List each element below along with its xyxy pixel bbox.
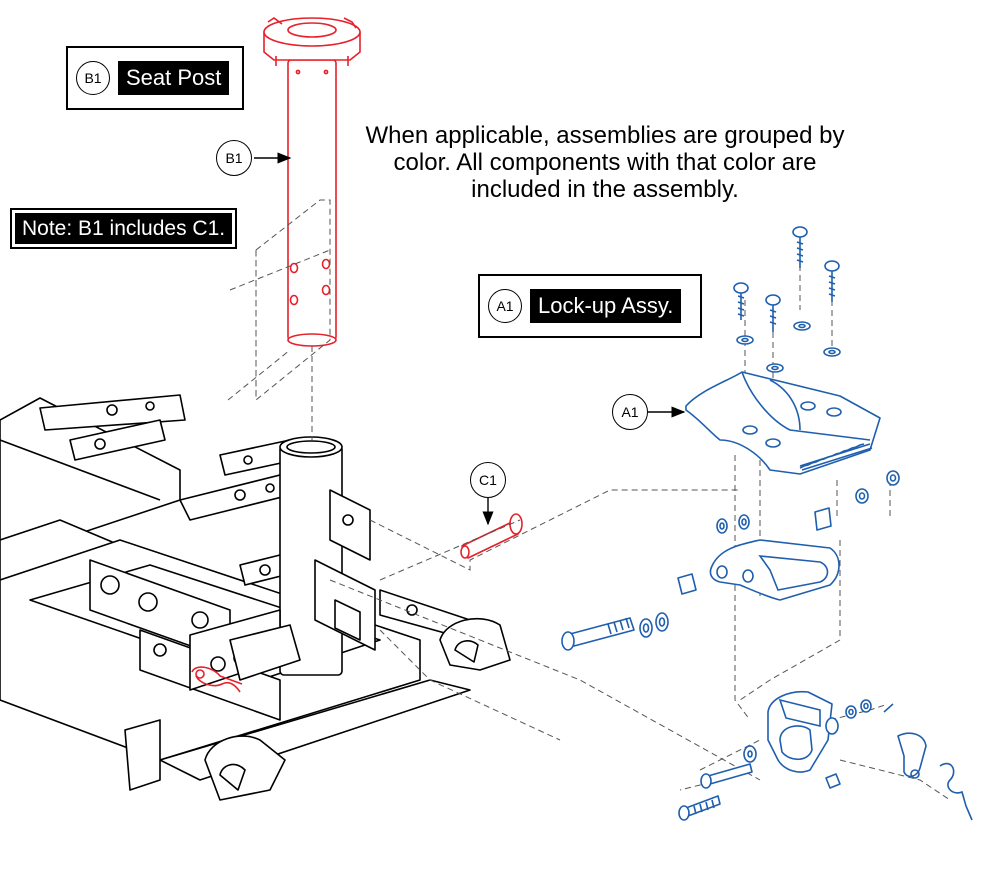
color-grouping-note: When applicable, assemblies are grouped … <box>365 122 845 203</box>
lockup-callout: A1 Lock-up Assy. <box>478 274 702 338</box>
seat-post-id-circle: B1 <box>76 61 110 95</box>
lockup-id-circle: A1 <box>488 289 522 323</box>
base-frame <box>0 394 511 801</box>
lockup-assembly-blue <box>561 226 973 821</box>
lockup-label: Lock-up Assy. <box>530 289 682 323</box>
leader-arrows <box>254 152 686 526</box>
tag-c1: C1 <box>470 462 506 498</box>
tag-b1: B1 <box>216 140 252 176</box>
seat-post-callout: B1 Seat Post <box>66 46 244 110</box>
note-text: Note: B1 includes C1. <box>15 213 233 244</box>
pin-c1-red <box>460 513 523 559</box>
note-box: Note: B1 includes C1. <box>10 208 238 249</box>
tag-a1: A1 <box>612 394 648 430</box>
dashed-guide-lines <box>227 199 951 801</box>
red-clip-pin <box>191 666 243 693</box>
seat-post-label: Seat Post <box>118 61 230 95</box>
seat-post-red <box>263 17 361 347</box>
